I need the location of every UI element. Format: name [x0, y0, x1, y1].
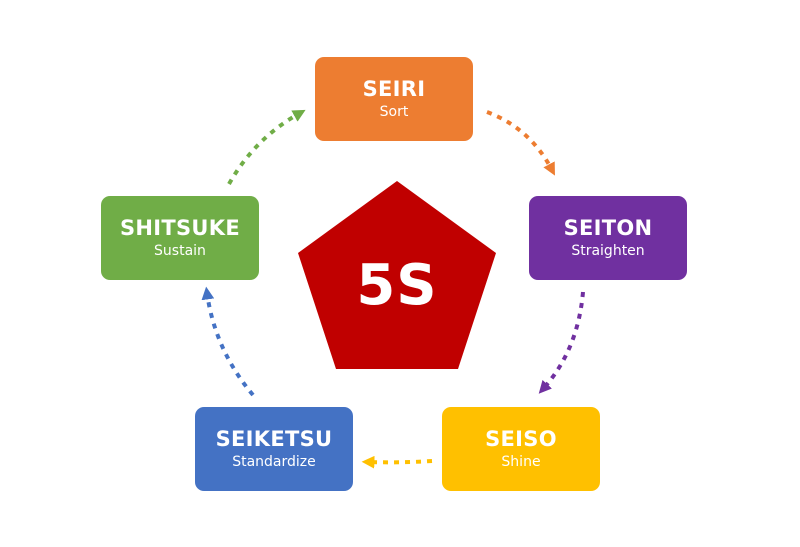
step-seiketsu-subtitle: Standardize [232, 454, 316, 470]
connector-shitsuke-to-seiri [227, 109, 306, 185]
step-seiton-subtitle: Straighten [571, 243, 645, 259]
step-shitsuke: SHITSUKE Sustain [101, 196, 259, 280]
connector-seiketsu-to-shitsuke [201, 286, 255, 397]
connectors-group [201, 109, 585, 469]
step-seiketsu-title: SEIKETSU [215, 427, 333, 451]
connector-seiri-to-seiton [486, 110, 555, 176]
connector-seiso-to-seiketsu [361, 455, 433, 469]
center-pentagon [298, 181, 496, 369]
step-seiri-subtitle: Sort [379, 104, 409, 120]
step-seiketsu: SEIKETSU Standardize [195, 407, 353, 491]
connector-seiton-to-seiso [538, 291, 585, 394]
step-seiso-title: SEISO [485, 427, 557, 451]
step-seiri: SEIRI Sort [315, 57, 473, 141]
step-seiri-title: SEIRI [362, 77, 426, 101]
step-shitsuke-title: SHITSUKE [119, 216, 241, 240]
step-seiton-title: SEITON [563, 216, 653, 240]
step-seiso: SEISO Shine [442, 407, 600, 491]
center-label: 5S [356, 253, 438, 318]
step-shitsuke-subtitle: Sustain [154, 243, 206, 259]
step-seiso-subtitle: Shine [501, 454, 541, 470]
step-seiton: SEITON Straighten [529, 196, 687, 280]
